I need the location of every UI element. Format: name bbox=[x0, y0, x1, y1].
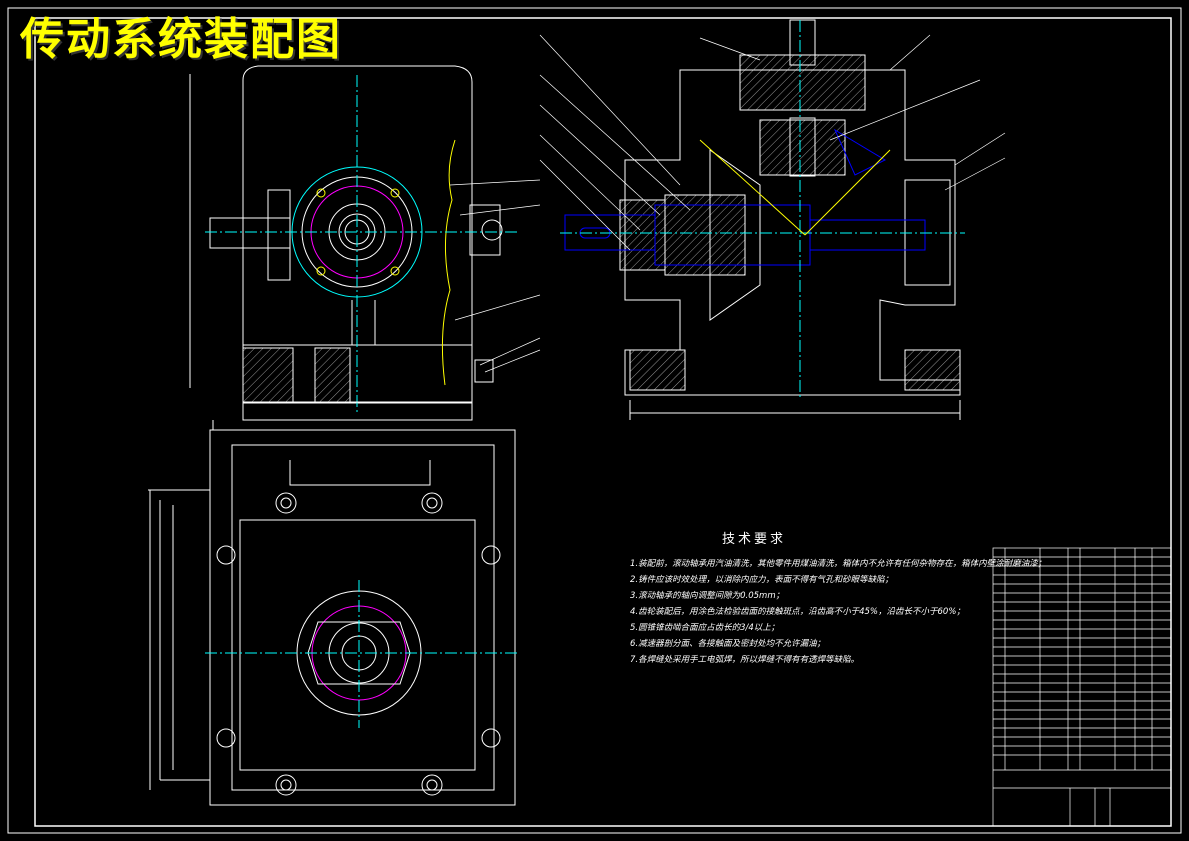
top-view bbox=[148, 420, 518, 806]
sheet-outer-border bbox=[7, 7, 1182, 834]
requirement-item: 1.装配前，滚动轴承用汽油清洗，其他零件用煤油清洗，箱体内不允许有任何杂物存在，… bbox=[630, 559, 1047, 569]
bom-table bbox=[992, 547, 1172, 827]
technical-requirements-list: 1.装配前，滚动轴承用汽油清洗，其他零件用煤油清洗，箱体内不允许有任何杂物存在，… bbox=[630, 556, 1047, 668]
technical-requirements-heading: 技术要求 bbox=[722, 532, 787, 547]
requirement-item: 3.滚动轴承的轴向调整间隙为0.05mm； bbox=[630, 591, 785, 601]
front-view bbox=[189, 65, 520, 421]
requirement-item: 2.铸件应该时效处理，以消除内应力，表面不得有气孔和砂眼等缺陷； bbox=[630, 575, 894, 585]
requirement-item: 6.减速器剖分面、各接触面及密封处均不允许漏油； bbox=[630, 639, 826, 649]
leader-lines bbox=[449, 34, 1006, 373]
requirement-item: 7.各焊缝处采用手工电弧焊，所以焊缝不得有有透焊等缺陷。 bbox=[630, 655, 860, 665]
section-view bbox=[560, 19, 965, 420]
requirement-item: 4.齿轮装配后，用涂色法检验齿面的接触斑点，沿齿高不小于45%，沿齿长不小于60… bbox=[630, 607, 965, 617]
sheet-inner-border bbox=[34, 17, 1172, 827]
drawing-title: 传动系统装配图 bbox=[20, 14, 342, 65]
requirement-item: 5.圆锥锥齿啮合面应占齿长的3/4以上； bbox=[630, 623, 780, 633]
